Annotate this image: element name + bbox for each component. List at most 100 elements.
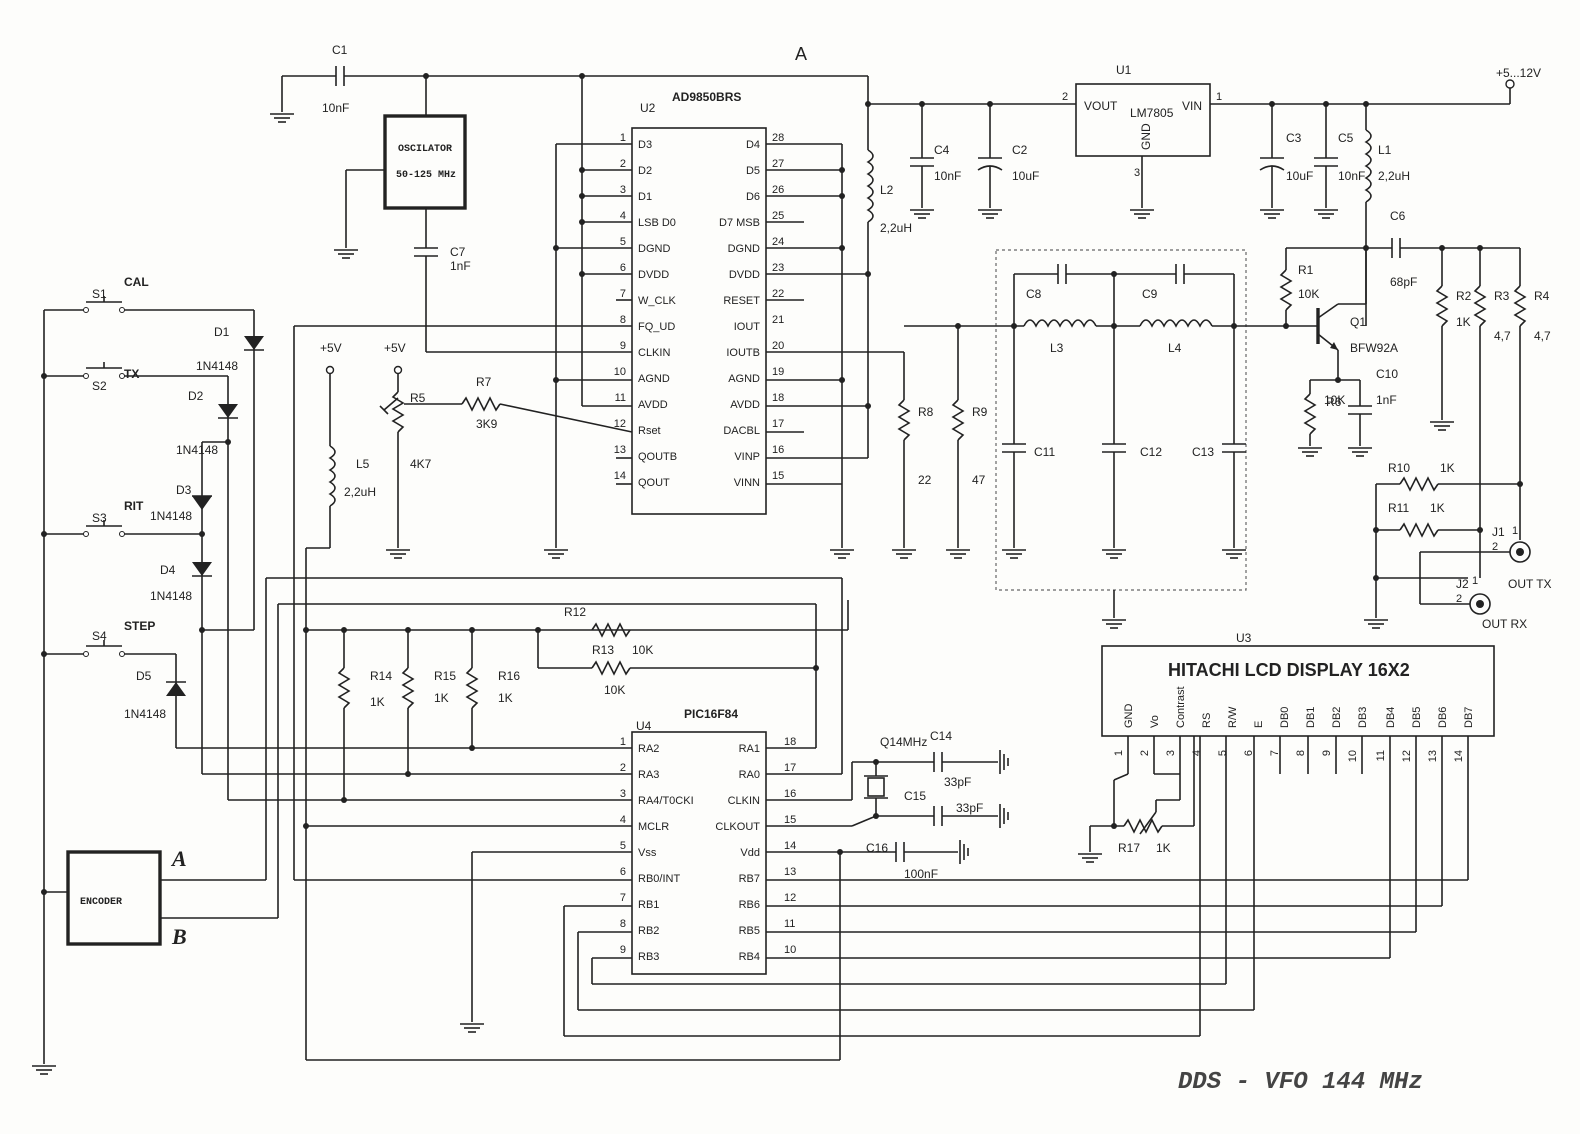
u2-right-pin-name: AVDD <box>730 399 760 411</box>
d2-value: 1N4148 <box>176 443 218 457</box>
u2-right-pin-name: DVDD <box>729 269 760 281</box>
rset-network <box>305 365 633 1060</box>
supply-5v-a: +5V <box>320 341 342 355</box>
j1-ref: J1 <box>1492 525 1505 539</box>
u4-right-pin-name: RB5 <box>739 925 760 937</box>
supply-5v-b: +5V <box>384 341 406 355</box>
u3-lcd <box>1101 645 1495 737</box>
u3-pin-number: 14 <box>1453 750 1465 762</box>
u4-left-pin-name: MCLR <box>638 821 669 833</box>
u2-right-pin-number: 19 <box>772 366 784 378</box>
u1-vin: VIN <box>1182 99 1202 113</box>
u4-left-pin-name: Vss <box>638 847 657 859</box>
s3-ref: S3 <box>92 511 107 525</box>
u4-wiring <box>176 745 1468 1061</box>
d3-ref: D3 <box>176 483 192 497</box>
supply-rail <box>269 66 1515 123</box>
u3-pin-name: DB6 <box>1437 707 1449 728</box>
r12-ref: R12 <box>564 605 586 619</box>
u3-pin-name: Contrast <box>1175 686 1187 728</box>
c7-ref: C7 <box>450 245 466 259</box>
u3-pin-name: DB7 <box>1463 707 1475 728</box>
u1-vout: VOUT <box>1084 99 1118 113</box>
u2-left-pin-number: 7 <box>620 288 626 300</box>
r10-value: 1K <box>1440 461 1455 475</box>
u2-right-pin-name: D5 <box>746 165 760 177</box>
r5-ref: R5 <box>410 391 426 405</box>
u2-left-pin-number: 10 <box>614 366 626 378</box>
u2-left-pin-number: 8 <box>620 314 626 326</box>
d5-ref: D5 <box>136 669 152 683</box>
u3-pin-name: DB4 <box>1385 707 1397 728</box>
s4-ref: S4 <box>92 629 107 643</box>
u2-left-pin-number: 12 <box>614 418 626 430</box>
r2-ref: R2 <box>1456 289 1472 303</box>
r16-value: 1K <box>498 691 513 705</box>
u2-right-pin-number: 20 <box>772 340 784 352</box>
u4-right-pin-number: 10 <box>784 944 796 956</box>
u2-right-pin-number: 28 <box>772 132 784 144</box>
u3-pin-number: 8 <box>1295 750 1307 756</box>
oscillator-name: OSCILATOR <box>398 144 452 155</box>
u4-right-pin-name: CLKIN <box>728 795 760 807</box>
c11-ref: C11 <box>1034 445 1055 459</box>
u3-pin-number: 10 <box>1347 750 1359 762</box>
u4-right-pin-number: 12 <box>784 892 796 904</box>
r13-ref: R13 <box>592 643 614 657</box>
r6-value: 10K <box>1324 393 1345 407</box>
u4-right-pin-name: Vdd <box>740 847 760 859</box>
u2-left-pin-name: DGND <box>638 243 670 255</box>
u2-left-pin-number: 2 <box>620 158 626 170</box>
r2-value: 1K <box>1456 315 1471 329</box>
u1-pin-gnd: 3 <box>1134 167 1140 179</box>
u4-right-pin-name: RA0 <box>739 769 760 781</box>
u2-left-pin-name: FQ_UD <box>638 321 675 333</box>
u2-left-pin-name: CLKIN <box>638 347 670 359</box>
s1-ref: S1 <box>92 287 107 301</box>
l2-ref: L2 <box>880 183 894 197</box>
d4-ref: D4 <box>160 563 176 577</box>
u4-left-pin-number: 3 <box>620 788 626 800</box>
r3-ref: R3 <box>1494 289 1510 303</box>
u2-left-pin-name: Rset <box>638 425 661 437</box>
u4-right-pin-number: 13 <box>784 866 796 878</box>
u2-left-pin-number: 4 <box>620 210 626 222</box>
u2-right-pin-name: VINP <box>734 451 760 463</box>
u3-pin-number: 11 <box>1375 750 1387 761</box>
u2-right-pin-name: D6 <box>746 191 760 203</box>
r5-value: 4K7 <box>410 457 432 471</box>
supply-label: +5...12V <box>1496 66 1541 80</box>
net-label-a: A <box>795 44 807 64</box>
u3-pin-number: 13 <box>1427 750 1439 762</box>
u4-left-pin-number: 1 <box>620 736 626 748</box>
r10-ref: R10 <box>1388 461 1410 475</box>
u3-pin-number: 2 <box>1139 750 1151 756</box>
u4-left-pin-number: 6 <box>620 866 626 878</box>
l2-value: 2,2uH <box>880 221 912 235</box>
u2-right-pin-name: VINN <box>734 477 760 489</box>
u2-right-pin-name: AGND <box>728 373 760 385</box>
d2-ref: D2 <box>188 389 204 403</box>
u2-right-pin-number: 17 <box>772 418 784 430</box>
j2-label: OUT RX <box>1482 617 1527 631</box>
u2-left-pin-number: 1 <box>620 132 626 144</box>
u2-right-pin-name: D7 MSB <box>719 217 760 229</box>
u2-left-pin-number: 6 <box>620 262 626 274</box>
r6-ref: R6 <box>1326 395 1342 409</box>
u4-left-pin-number: 5 <box>620 840 626 852</box>
u2-left-pin-name: QOUT <box>638 477 670 489</box>
u2-right-pin-name: D4 <box>746 139 760 151</box>
u2-right-wiring <box>766 104 917 559</box>
u2-left-pin-name: AGND <box>638 373 670 385</box>
u3-pin-name: DB1 <box>1305 707 1317 728</box>
u3-pin-name: GND <box>1123 704 1135 729</box>
u2-left-pin-number: 5 <box>620 236 626 248</box>
u2-right-pin-name: IOUT <box>734 321 761 333</box>
u3-pin-name: DB0 <box>1279 707 1291 728</box>
d1-ref: D1 <box>214 325 230 339</box>
u2-left-pin-number: 11 <box>615 392 626 404</box>
l5-ref: L5 <box>356 457 370 471</box>
u2-left-pin-number: 3 <box>620 184 626 196</box>
l4-ref: L4 <box>1168 341 1182 355</box>
